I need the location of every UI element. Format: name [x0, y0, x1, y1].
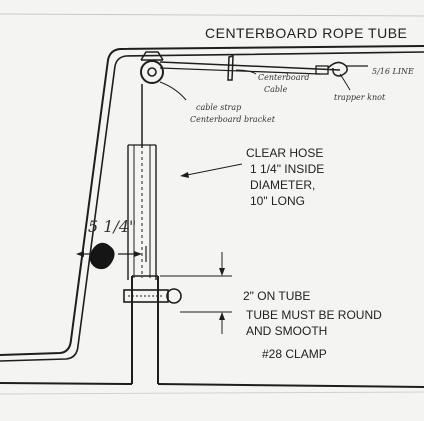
dimension-2-in	[160, 252, 232, 334]
clear-hose-line-1: CLEAR HOSE	[246, 146, 323, 160]
clear-hose	[127, 144, 157, 280]
diagram-title: CENTERBOARD ROPE TUBE	[205, 25, 407, 41]
line-label: 5/16 LINE	[372, 67, 414, 76]
trapper-knot-label: trapper knot	[334, 93, 386, 102]
hull-outline	[0, 45, 424, 362]
clear-hose-line-4: 10" LONG	[250, 194, 305, 208]
clear-hose-line-3: DIAMETER,	[250, 178, 315, 192]
pulley-sheave	[140, 51, 164, 84]
centerboard-bracket-label: Centerboard bracket	[190, 115, 276, 124]
ink-blot	[89, 242, 115, 270]
fold-line-top	[0, 13, 424, 17]
hose-leader	[180, 163, 243, 178]
cable-strap-label: cable strap	[196, 103, 241, 112]
keel-line	[0, 382, 424, 388]
centerboard-label: Centerboard	[258, 73, 309, 82]
cable-label: Cable	[264, 85, 288, 94]
clamp-label: #28 CLAMP	[262, 347, 327, 361]
clear-hose-line-2: 1 1/4" INSIDE	[250, 162, 324, 176]
on-tube-line-2: TUBE MUST BE ROUND	[246, 308, 382, 322]
fold-line-bottom	[0, 391, 424, 395]
on-tube-line-3: AND SMOOTH	[246, 324, 327, 338]
fixed-tube	[131, 275, 159, 384]
cable-strap	[227, 55, 234, 81]
trapper-knot	[315, 61, 368, 77]
centerboard-cable	[159, 61, 341, 75]
cable-strap-leader	[159, 81, 187, 101]
knot-leader	[339, 73, 351, 91]
cable-leader	[235, 69, 257, 75]
dimension-label: 5 1/4"	[88, 217, 136, 236]
on-tube-line-1: 2" ON TUBE	[243, 289, 310, 303]
